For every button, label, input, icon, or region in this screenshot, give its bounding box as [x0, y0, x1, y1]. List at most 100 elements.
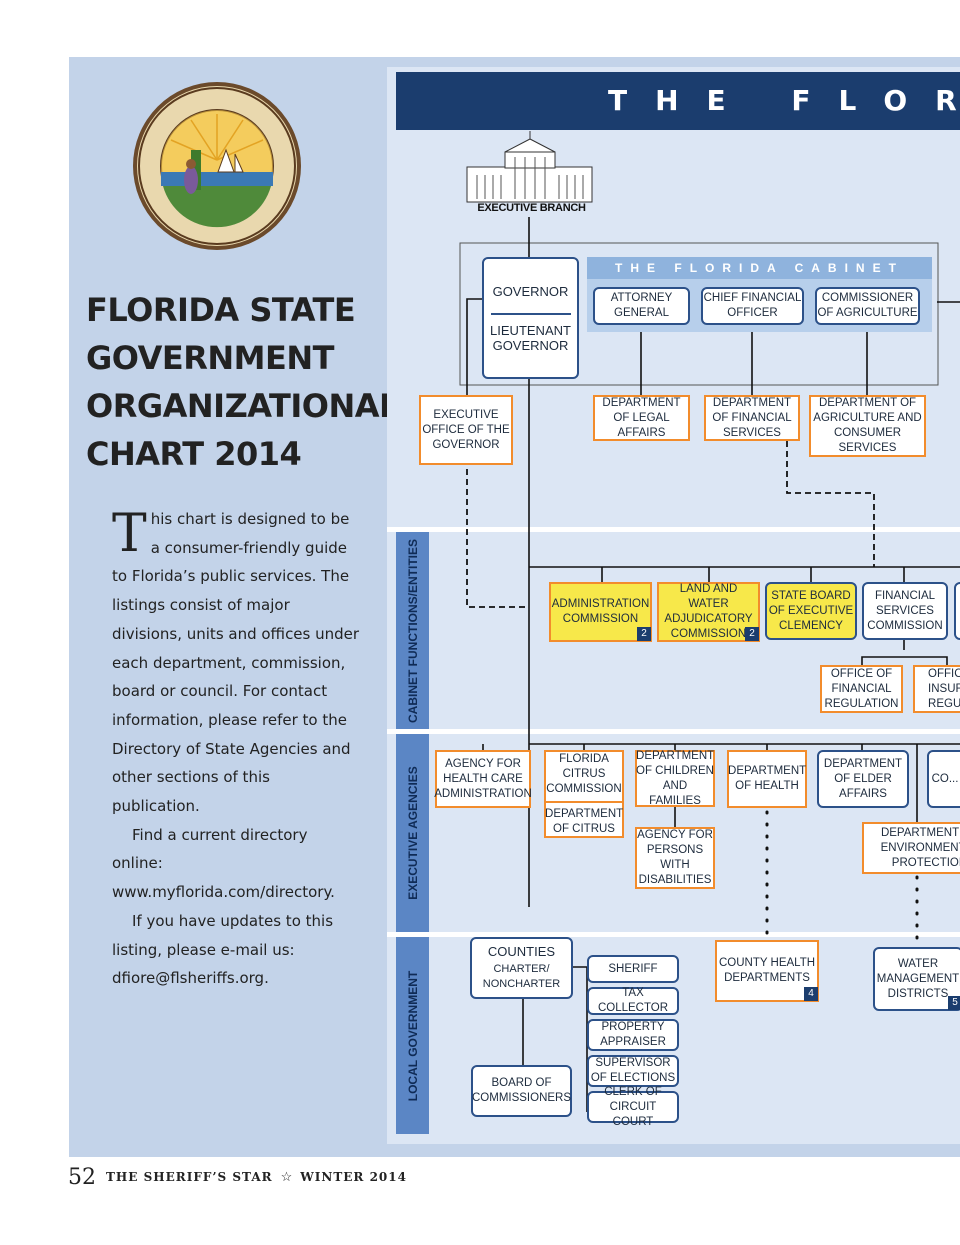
badge: 5 [948, 996, 960, 1010]
governor-label: GOVERNOR [492, 283, 569, 299]
section-cabinet: CABINET FUNCTIONS/ENTITIES [396, 532, 429, 729]
box-label: AGENCY FOR PERSONS WITH DISABILITIES [637, 829, 713, 886]
box-label: DEPARTMENT OF LEGAL AFFAIRS [602, 396, 681, 439]
box-label: CHARTER/ NONCHARTER [482, 963, 561, 990]
page-title: FLORIDA STATE GOVERNMENT ORGANIZATIONAL … [86, 286, 399, 478]
title-line: GOVERNMENT [86, 339, 334, 377]
box-label: OFFICE OF INSURANCE REGULATION [928, 667, 960, 710]
org-chart: THE FLORIDA EXECUTIVE BRANCH CABINET FUN… [387, 67, 960, 1144]
box-label: CLERK OF CIRCUIT COURT [604, 1085, 662, 1128]
box-label: SHERIFF [608, 962, 658, 975]
ahca-box: AGENCY FOR HEALTH CARE ADMINISTRATION [434, 750, 532, 808]
clerk-circuit-court-box: CLERK OF CIRCUIT COURT [587, 1086, 679, 1128]
dcf-box: DEPARTMENT OF CHILDREN AND FAMILIES [635, 750, 715, 807]
executive-office-box: EXECUTIVE OFFICE OF THE GOVERNOR [419, 395, 513, 465]
section-local: LOCAL GOVERNMENT [396, 937, 429, 1134]
section-executive: EXECUTIVE AGENCIES [396, 734, 429, 932]
dept-elder-affairs-box: DEPARTMENT OF ELDER AFFAIRS [817, 750, 909, 808]
box-label: OFFICE OF FINANCIAL REGULATION [824, 667, 899, 710]
box-label: ADMINISTRATION COMMISSION [551, 598, 650, 625]
florida-seal-icon [133, 82, 301, 250]
capitol-building-icon [466, 131, 593, 203]
title-line: ORGANIZATIONAL [86, 387, 399, 425]
box-label: SUPERVISOR OF ELECTIONS [590, 1057, 676, 1084]
badge: 2 [745, 627, 759, 641]
cut-off-agency-box: CO... [927, 750, 960, 808]
contact-paragraph: If you have updates to this listing, ple… [112, 911, 334, 988]
box-label: DEPARTMENT OF ENVIRONMENTAL PROTECTION [880, 826, 960, 869]
clemency-board-box: STATE BOARD OF EXECUTIVE CLEMENCY [765, 582, 857, 640]
tax-collector-box: TAX COLLECTOR [587, 987, 679, 1015]
chart-banner: THE FLORIDA [396, 72, 960, 130]
intro-paragraph: his chart is designed to be a consumer-f… [112, 510, 360, 816]
box-label: COUNTIES [487, 944, 556, 959]
box-label: STATE BOARD OF EXECUTIVE CLEMENCY [768, 589, 854, 632]
governor-box: GOVERNOR LIEUTENANT GOVERNOR [482, 257, 579, 379]
box-label: WATER MANAGEMENT DISTRICTS [876, 957, 960, 1000]
board-of-commissioners-box: BOARD OF COMMISSIONERS [471, 1065, 572, 1117]
publication-name: THE SHERIFF’S STAR [106, 1170, 273, 1184]
cfo-box: CHIEF FINANCIAL OFFICER [701, 287, 804, 325]
counties-box: COUNTIES CHARTER/ NONCHARTER [470, 937, 573, 999]
dept-financial-services-box: DEPARTMENT OF FINANCIAL SERVICES [704, 395, 800, 441]
box-label: COMMISSIONER OF AGRICULTURE [817, 292, 918, 319]
box-label: AGENCY FOR HEALTH CARE ADMINISTRATION [434, 757, 532, 800]
box-label: DEPARTMENT OF AGRICULTURE AND CONSUMER S… [813, 397, 922, 454]
apd-box: AGENCY FOR PERSONS WITH DISABILITIES [635, 827, 715, 889]
divider [546, 800, 622, 803]
box-label: BOARD OF COMMISSIONERS [471, 1077, 572, 1104]
agriculture-commissioner-box: COMMISSIONER OF AGRICULTURE [815, 287, 920, 325]
badge: 4 [804, 987, 818, 1001]
section-label: LOCAL GOVERNMENT [405, 970, 420, 1101]
financial-services-commission-box: FINANCIAL SERVICES COMMISSION [862, 582, 948, 640]
section-label: CABINET FUNCTIONS/ENTITIES [405, 538, 420, 723]
property-appraiser-box: PROPERTY APPRAISER [587, 1019, 679, 1051]
dept-health-box: DEPARTMENT OF HEALTH [727, 750, 807, 808]
section-label: EXECUTIVE AGENCIES [405, 766, 420, 900]
administration-commission-box: ADMINISTRATION COMMISSION 2 [549, 582, 652, 642]
office-insurance-regulation-box: OFFICE OF INSURANCE REGULATION [913, 665, 960, 713]
badge: 2 [637, 627, 651, 641]
box-label: DEPARTMENT OF HEALTH [728, 765, 807, 792]
page-number: 52 [68, 1164, 96, 1190]
directory-paragraph: Find a current directory online: www.myf… [112, 825, 335, 902]
box-label: COUNTY HEALTH DEPARTMENTS [718, 957, 816, 984]
box-label: CO... [931, 772, 959, 785]
divider [490, 312, 571, 315]
lt-governor-label: LIEUTENANT GOVERNOR [490, 322, 571, 353]
drop-cap: T [112, 504, 147, 564]
attorney-general-box: ATTORNEY GENERAL [593, 287, 690, 325]
box-label: DEPARTMENT OF ELDER AFFAIRS [823, 757, 903, 800]
dept-environmental-protection-box: DEPARTMENT OF ENVIRONMENTAL PROTECTION [862, 822, 960, 874]
dept-legal-affairs-box: DEPARTMENT OF LEGAL AFFAIRS [593, 395, 690, 441]
dept-agriculture-box: DEPARTMENT OF AGRICULTURE AND CONSUMER S… [809, 395, 926, 457]
box-label: LAND AND WATER ADJUDICATORY COMMISSION [664, 583, 753, 640]
sheriff-box: SHERIFF [587, 955, 679, 983]
box-label: TAX COLLECTOR [597, 987, 669, 1014]
box-label: DEPARTMENT OF CHILDREN AND FAMILIES [636, 749, 715, 807]
page-footer: 52 THE SHERIFF’S STAR ☆ WINTER 2014 [68, 1162, 407, 1192]
title-line: FLORIDA STATE [86, 291, 356, 329]
box-label: FLORIDA CITRUS COMMISSION [546, 752, 622, 795]
citrus-box: FLORIDA CITRUS COMMISSION DEPARTMENT OF … [544, 750, 624, 838]
chart-lines [387, 131, 960, 1112]
issue-date: WINTER 2014 [300, 1170, 407, 1184]
box-label: EXECUTIVE OFFICE OF THE GOVERNOR [422, 408, 510, 451]
title-line: CHART 2014 [86, 435, 302, 473]
box-label: DEPARTMENT OF CITRUS [545, 807, 624, 835]
box-label: DEPARTMENT OF FINANCIAL SERVICES [712, 396, 792, 439]
box-label: CHIEF FINANCIAL OFFICER [703, 292, 802, 319]
office-financial-regulation-box: OFFICE OF FINANCIAL REGULATION [820, 665, 903, 713]
executive-branch-label: EXECUTIVE BRANCH [477, 202, 586, 214]
supervisor-elections-box: SUPERVISOR OF ELECTIONS [587, 1055, 679, 1087]
star-icon: ☆ [280, 1169, 293, 1184]
cabinet-title: THE FLORIDA CABINET [587, 257, 932, 279]
box-label: FINANCIAL SERVICES COMMISSION [867, 589, 943, 632]
county-health-departments-box: COUNTY HEALTH DEPARTMENTS 4 [715, 940, 819, 1002]
box-label: ATTORNEY GENERAL [610, 292, 673, 319]
box-label: PROPERTY APPRAISER [600, 1021, 666, 1048]
cut-off-box [954, 582, 960, 640]
